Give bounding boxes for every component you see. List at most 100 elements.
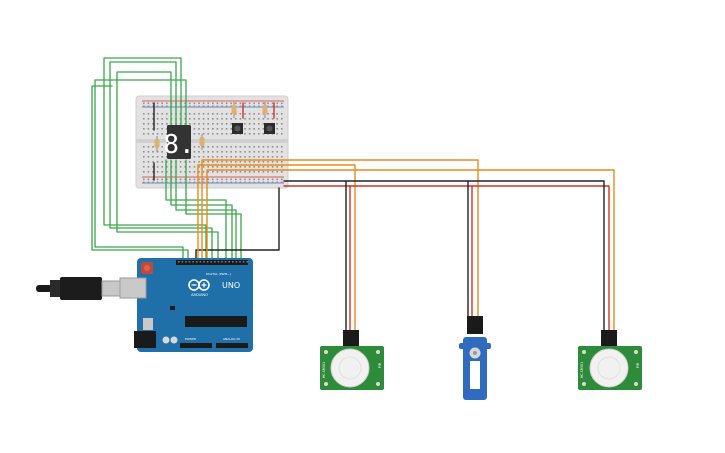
seven-segment-display[interactable]: 8. [163,125,195,160]
wire-red-servo[interactable] [349,185,473,319]
resistor-icon [154,139,160,148]
breadboard-hole [143,105,145,108]
breadboard-hole [248,171,251,173]
breadboard-hole [207,146,209,148]
breadboard-hole [276,181,278,184]
arduino-uno-board[interactable]: UNO ARDUINO DIGITAL (PWM~) ANALOG IN POW… [119,258,253,352]
pir-mount-hole [376,382,380,386]
breadboard-hole [235,118,237,120]
breadboard-hole [193,118,196,120]
breadboard-hole [193,102,196,105]
wire-green-8[interactable] [185,159,242,263]
push-button-1[interactable] [232,123,243,134]
breadboard-hole [207,113,209,115]
breadboard-hole [262,151,265,153]
resistor-4[interactable] [262,102,268,118]
wire-green-2[interactable] [109,61,213,263]
resistor-1[interactable] [154,136,160,152]
breadboard-hole [244,178,246,181]
breadboard-hole [184,105,186,108]
usb-plug-collar [50,280,60,297]
breadboard-hole [276,105,278,108]
breadboard-hole [152,161,154,163]
breadboard-hole [248,133,251,135]
breadboard-hole [221,156,223,158]
wire-orange-pir-1[interactable] [197,164,356,337]
breadboard-hole [248,156,251,158]
breadboard-hole [248,113,251,115]
breadboard-hole [202,166,205,168]
push-button-2[interactable] [264,123,275,134]
breadboard-hole [276,102,278,105]
breadboard-hole [258,181,260,184]
breadboard-hole [230,123,232,125]
breadboard-hole [143,156,145,158]
power-header[interactable] [180,343,212,348]
breadboard-hole [152,113,154,115]
wire-green-5[interactable] [165,159,227,263]
resistor-icon [199,137,205,146]
breadboard-hole [189,171,191,173]
display-body [167,125,191,159]
breadboard-hole [239,105,242,108]
header-pin [221,261,223,263]
breadboard-hole [152,178,154,181]
wire-green-7[interactable] [175,159,237,263]
breadboard-hole [193,128,196,130]
breadboard-hole [253,128,255,130]
breadboard-hole [207,161,209,163]
wire-orange-servo[interactable] [201,159,479,319]
header-pin [224,261,227,263]
wire-black-servo[interactable] [345,180,469,319]
servo-mount-tab [459,343,491,349]
breadboard-hole [271,181,274,184]
breadboard-hole [225,118,228,120]
wire-green-1[interactable] [103,57,207,263]
breadboard-hole [198,123,200,125]
pir-sensor-2[interactable]: HC-SR501 PIR [578,330,642,390]
wire-black-pir-2[interactable] [467,180,605,337]
header-pin [192,261,194,263]
breadboard-hole [166,133,168,135]
breadboard-hole [276,166,278,168]
pir-sensor-1[interactable]: HC-SR501 PIR [320,330,384,390]
breadboard-hole [202,151,205,153]
breadboard-hole [267,105,269,108]
breadboard-hole [152,128,154,130]
wire-green-4[interactable] [116,71,219,263]
breadboard-hole [184,171,186,173]
usb-cable[interactable] [36,277,123,300]
breadboard-hole [216,113,219,115]
analog-header[interactable] [216,343,248,348]
breadboard-hole [212,171,214,173]
breadboard-hole [239,161,242,163]
breadboard-hole [166,123,168,125]
wire-orange-pir-2[interactable] [206,169,615,337]
breadboard-hole [271,146,274,148]
breadboard-hole [230,105,232,108]
wire-black-gnd[interactable] [195,187,280,263]
breadboard-hole [198,171,200,173]
breadboard-hole [156,123,159,125]
servo-motor[interactable] [459,316,491,400]
breadboard-hole [198,128,200,130]
resistor-3[interactable] [231,102,237,118]
breadboard-hole [152,118,154,120]
breadboard-hole [253,113,255,115]
breadboard-hole [253,178,255,181]
breadboard-hole [216,171,219,173]
wire-black-pir-1[interactable] [283,180,347,337]
header-pin [206,261,209,263]
breadboard-hole [184,123,186,125]
wire-red-pir-1[interactable] [283,185,351,337]
usb-plug-metal [101,280,123,297]
resistor-2[interactable] [199,134,205,150]
wire-green-9[interactable] [91,85,189,263]
breadboard-hole [230,156,232,158]
breadboard-hole [253,171,255,173]
breadboard-hole [212,128,214,130]
wire-red-pir-2[interactable] [471,185,610,337]
servo-connector [467,316,483,334]
breadboard-hole [166,146,168,148]
breadboard-hole [166,113,168,115]
